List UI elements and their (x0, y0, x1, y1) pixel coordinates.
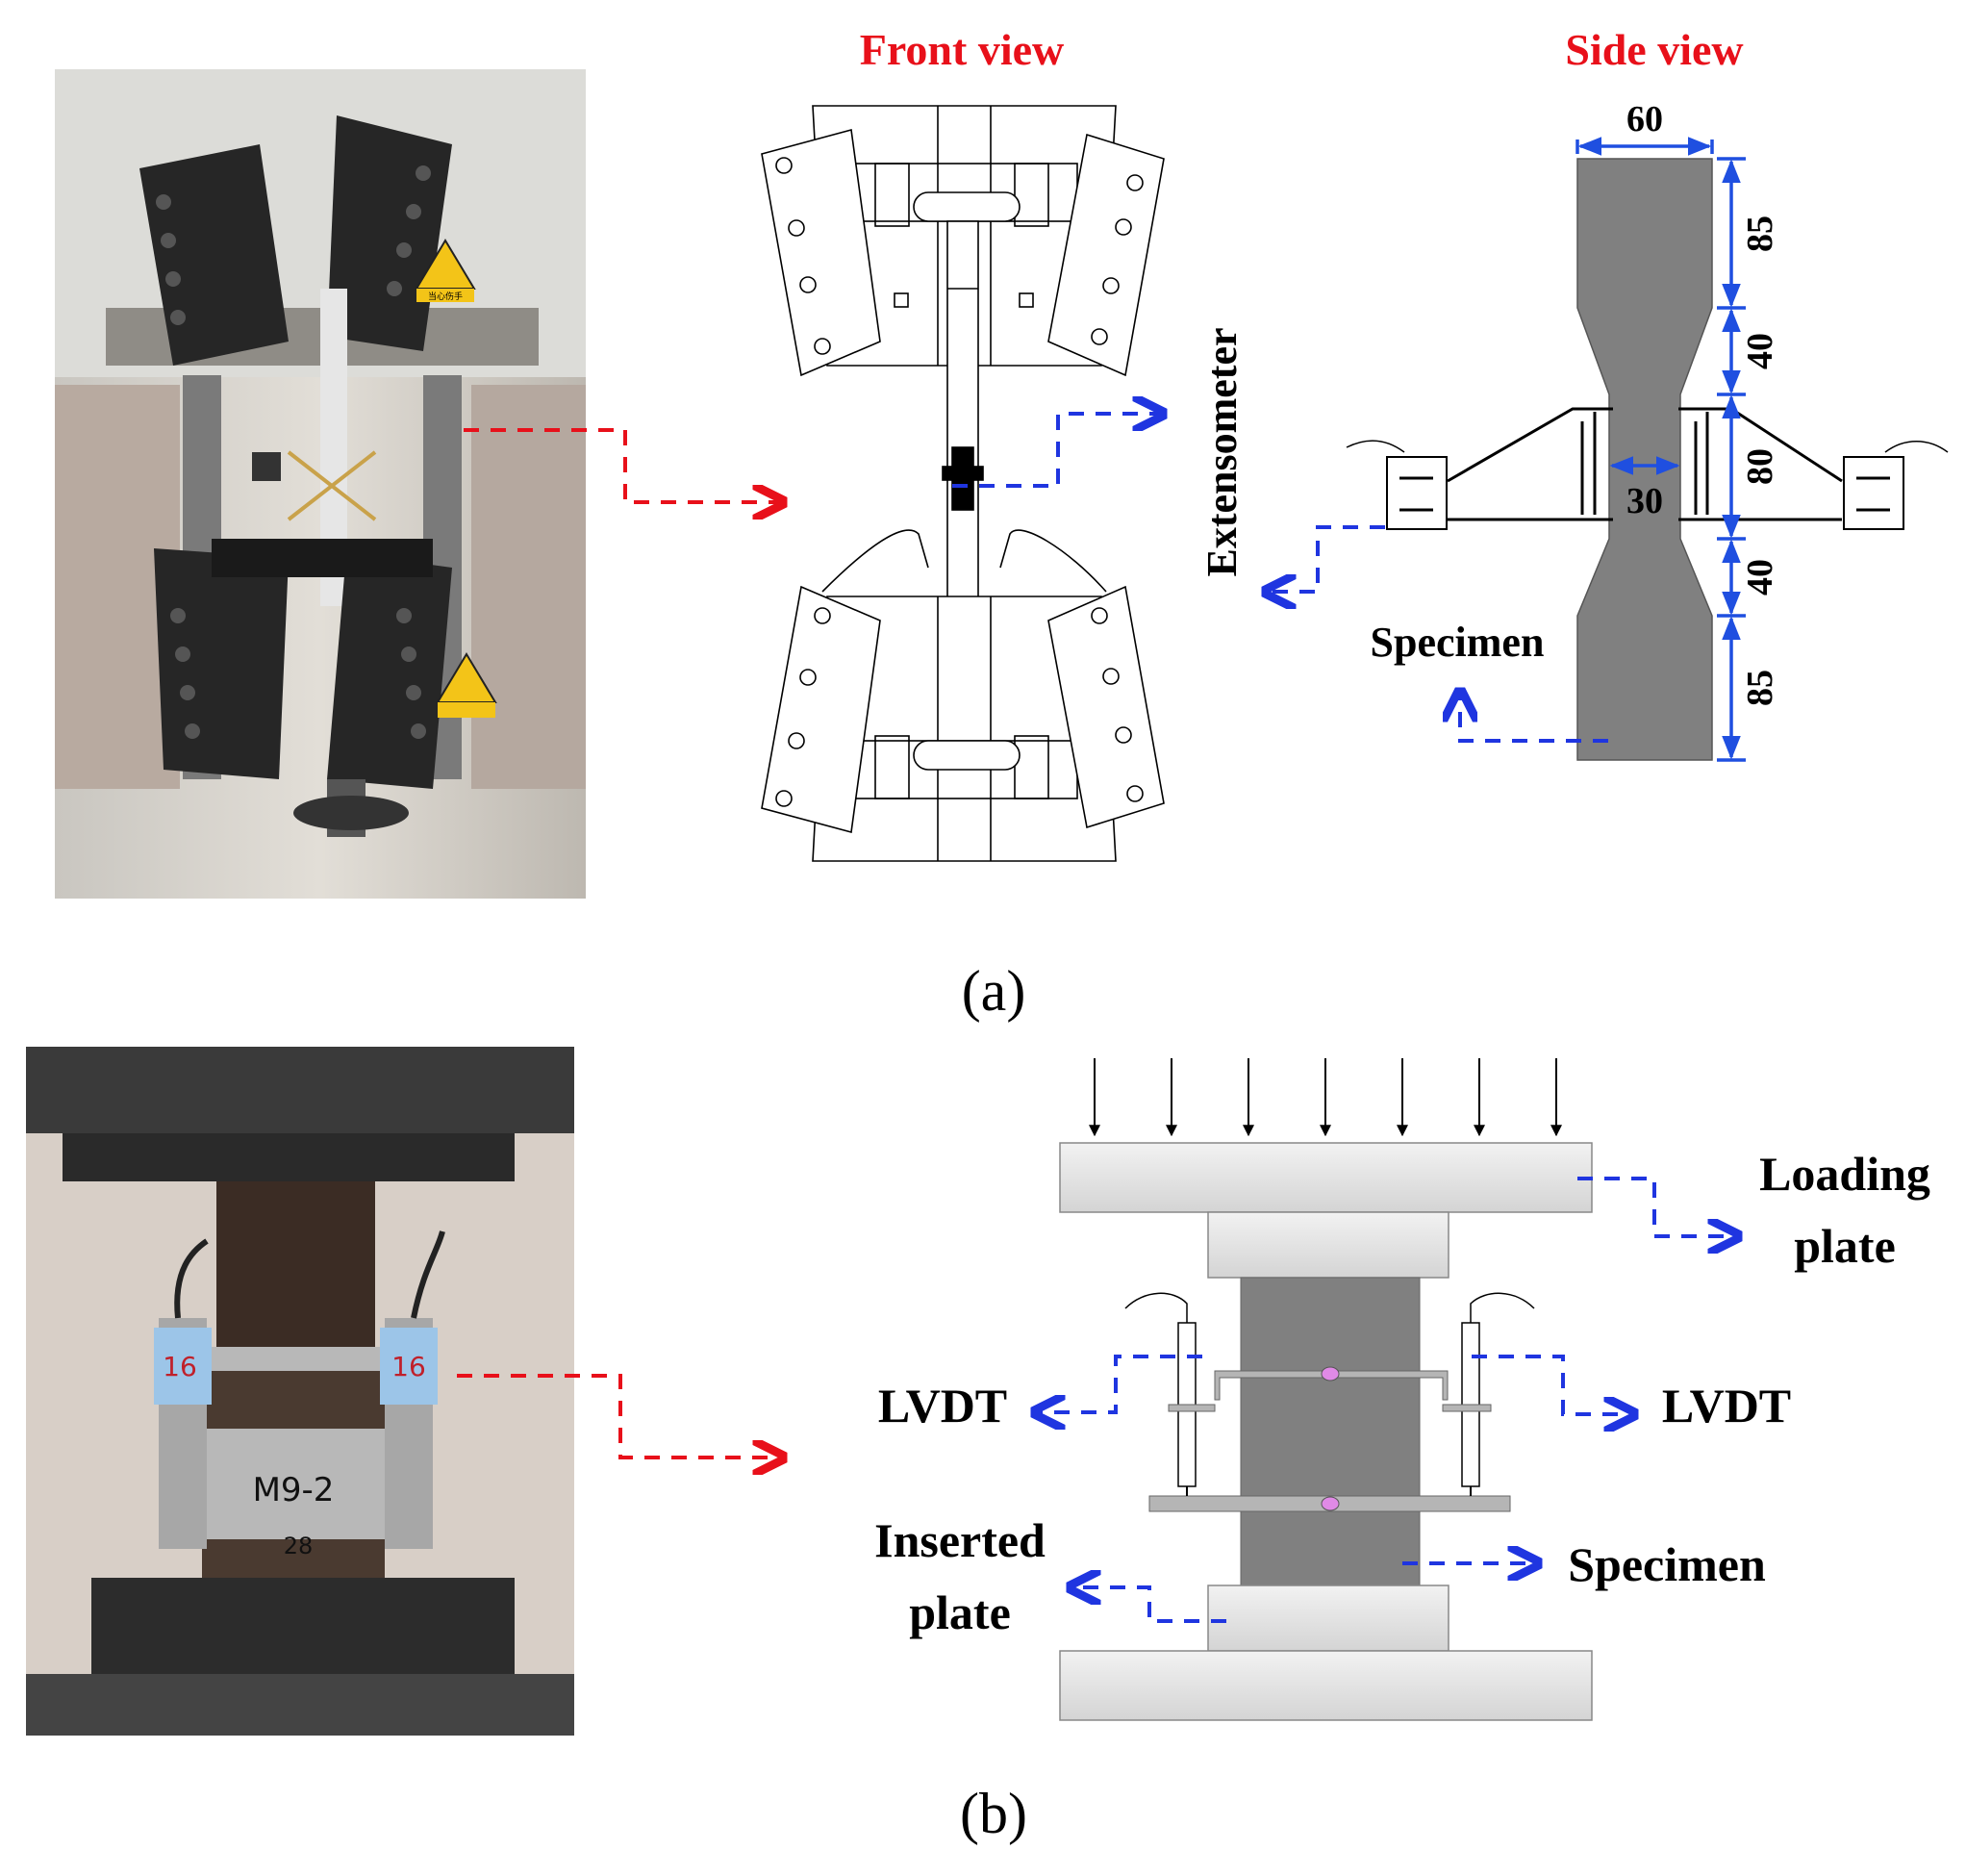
lvdt-right-label: LVDT (1662, 1379, 1791, 1432)
leader-lvdt-left (1034, 1355, 1202, 1412)
side-view-specimen (1576, 158, 1713, 761)
side-view-title: Side view (1565, 25, 1743, 74)
lvdt-left-label: LVDT (878, 1379, 1007, 1432)
compression-diagram (1059, 1058, 1593, 1721)
leader-extensometer-side (1265, 525, 1385, 592)
leader-specimen-a (1460, 691, 1608, 743)
caption-a: (a) (962, 959, 1026, 1023)
front-view-title: Front view (860, 25, 1065, 74)
inserted-plate-label-line1: Inserted (874, 1513, 1046, 1567)
photo-sign-text: 当心伤手 (428, 291, 463, 302)
dim-1: 85 (1740, 215, 1780, 252)
dim-width-top: 60 (1626, 99, 1663, 139)
extensometer-label: Extensometer (1198, 327, 1246, 576)
leader-photo-to-compression-diagram (457, 1374, 784, 1458)
side-view-dimensions (1575, 137, 1746, 762)
loading-plate-label-line2: plate (1794, 1219, 1896, 1273)
caption-b: (b) (960, 1782, 1027, 1845)
compression-test-photo: 16 16 M9-2 28 (26, 1047, 574, 1736)
photo-tag-right: 16 (391, 1351, 426, 1382)
inserted-plate-label-line2: plate (909, 1585, 1011, 1639)
loading-plate-label-line1: Loading (1759, 1147, 1930, 1201)
leader-inserted-plate (1070, 1587, 1226, 1623)
dim-2: 40 (1740, 333, 1780, 369)
leader-lvdt-right (1472, 1355, 1635, 1414)
photo-tag-left: 16 (163, 1351, 197, 1382)
photo-marking-2: 28 (284, 1533, 314, 1559)
leader-photo-to-front-view (464, 428, 784, 502)
photo-marking-1: M9-2 (253, 1471, 335, 1509)
tensile-test-photo: 当心伤手 (55, 69, 586, 899)
dim-4: 40 (1740, 559, 1780, 596)
specimen-label-b: Specimen (1568, 1537, 1766, 1591)
dim-3: 80 (1740, 448, 1780, 485)
dim-5: 85 (1740, 670, 1780, 706)
leader-loading-plate (1577, 1177, 1739, 1236)
front-view-drawing (761, 105, 1165, 862)
dim-gauge-width: 30 (1626, 481, 1663, 521)
specimen-label-a: Specimen (1371, 619, 1545, 666)
leader-extensometer-front (952, 414, 1164, 488)
side-view-extensometer (1346, 407, 1949, 530)
